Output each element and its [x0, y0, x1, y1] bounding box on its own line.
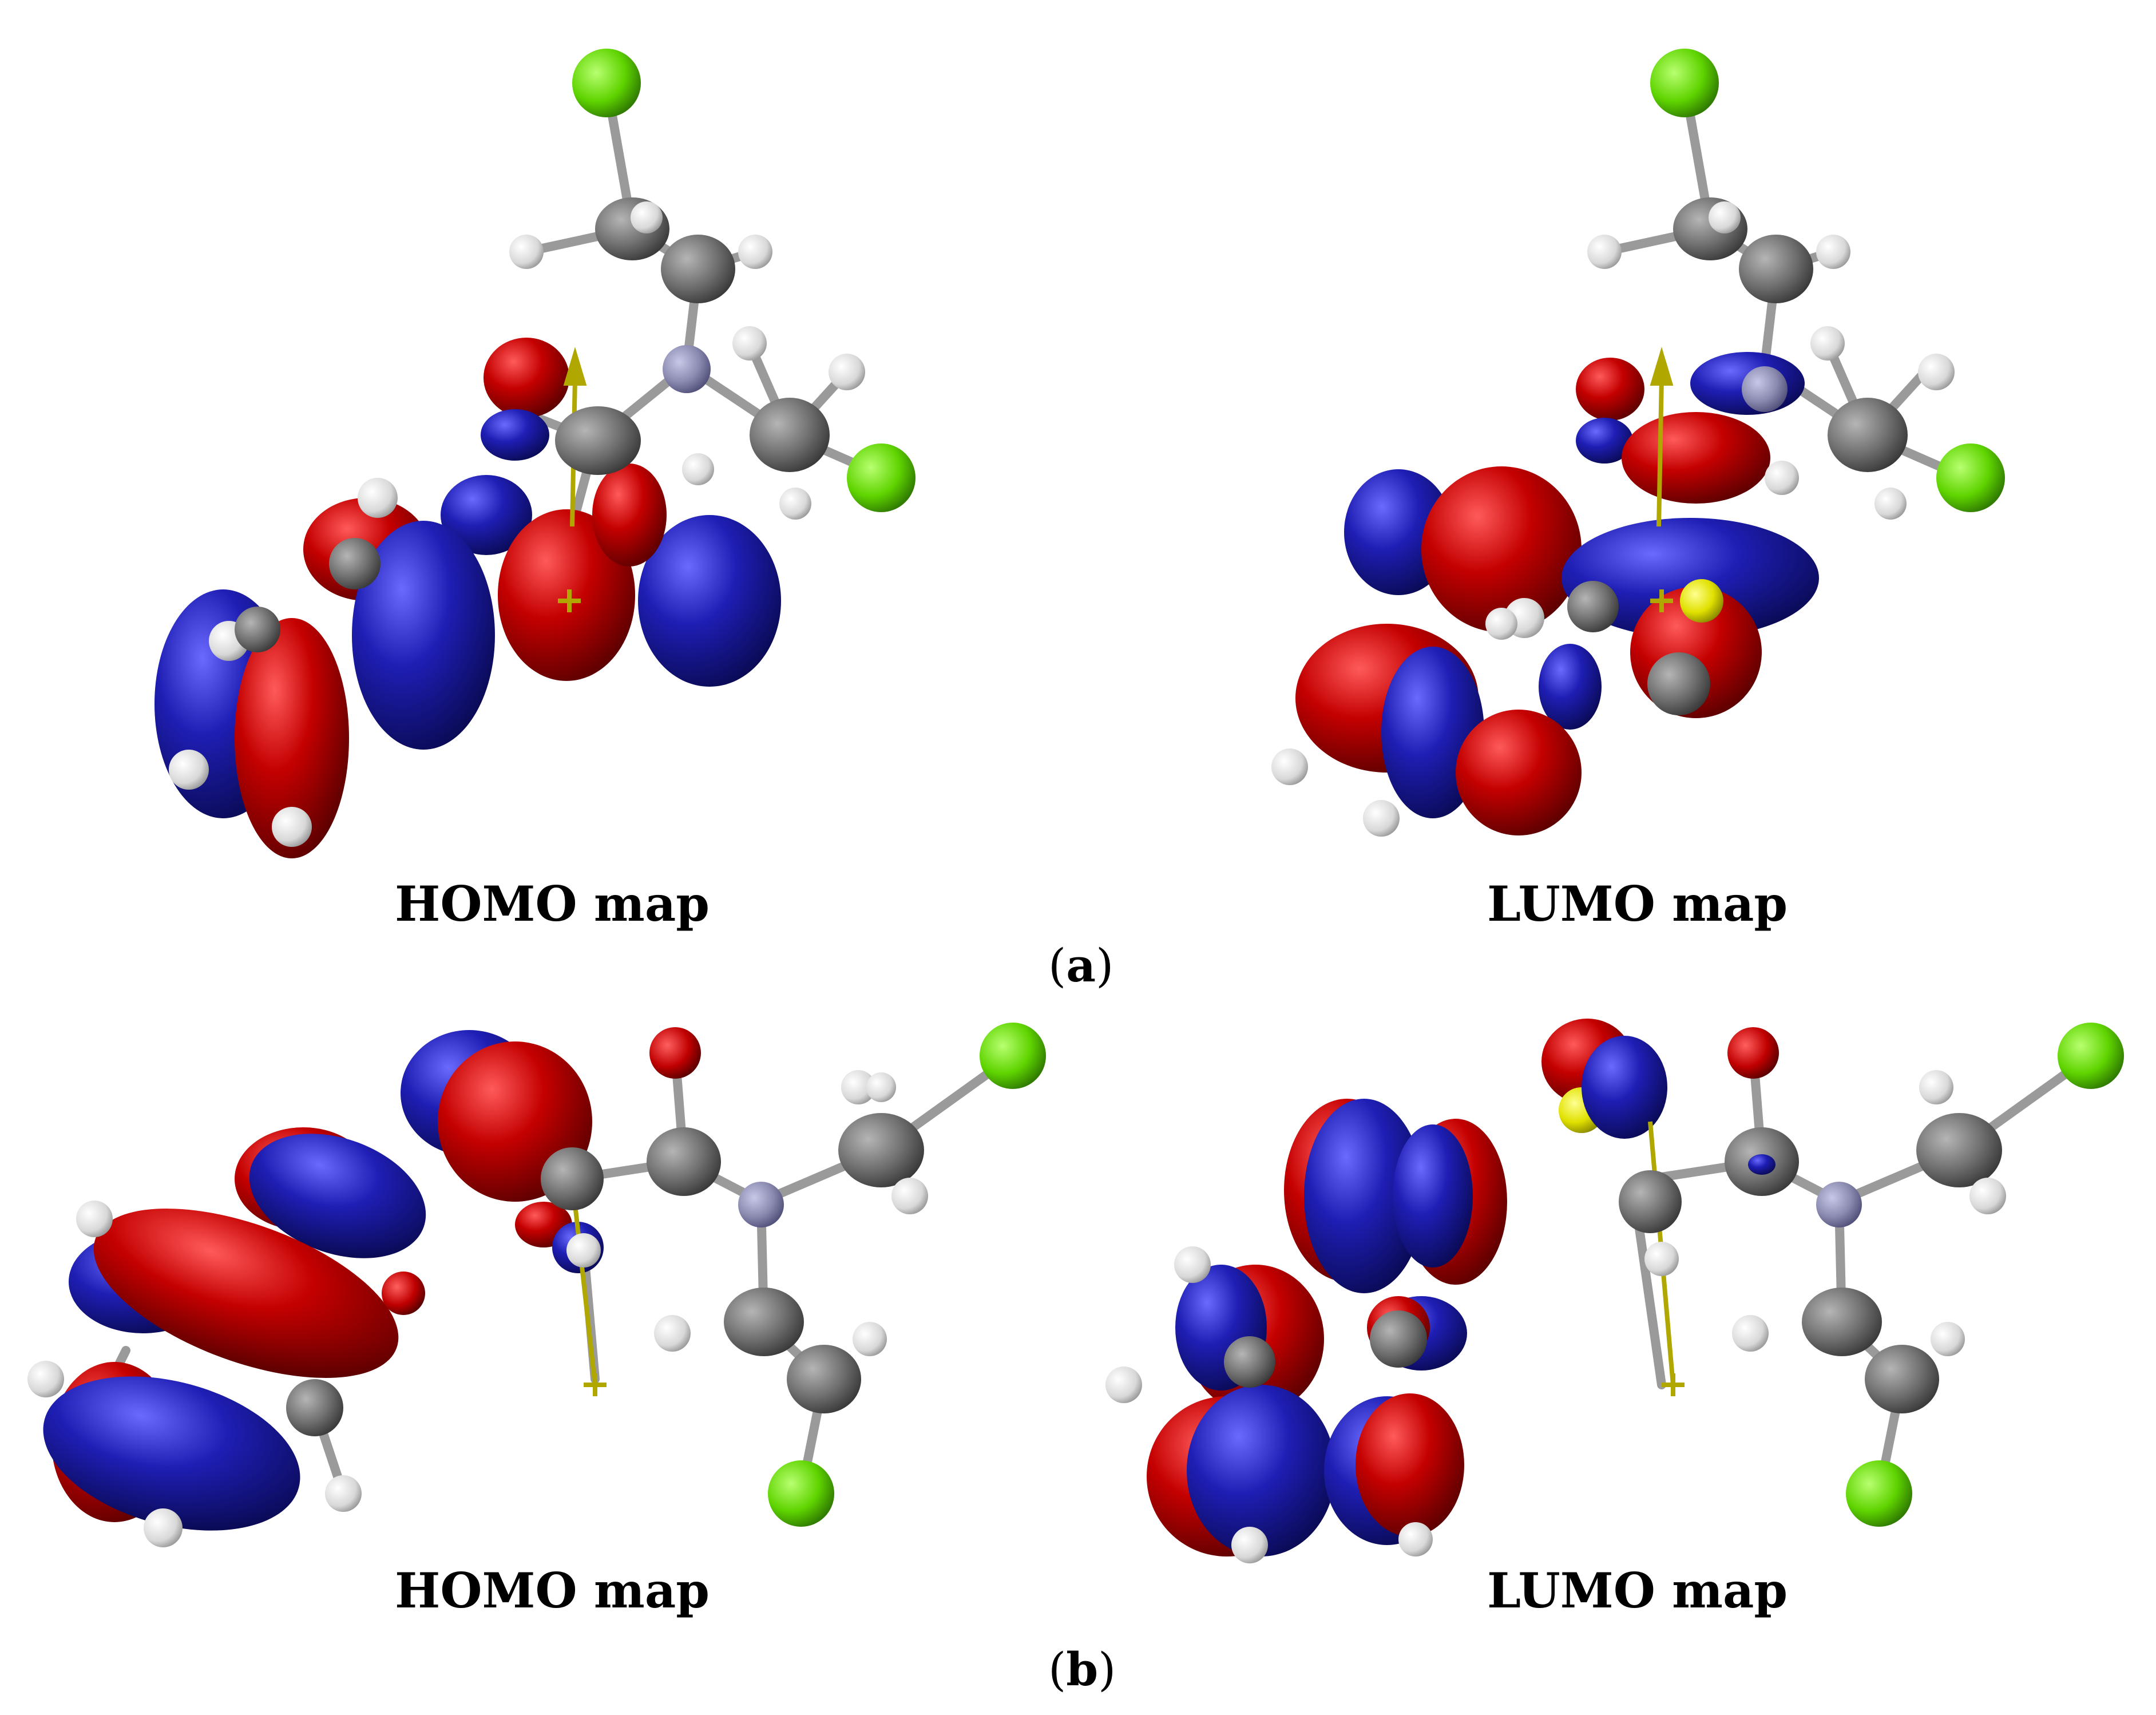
panel-label-a: (a) [1048, 938, 1114, 992]
homo-map-b-molecule [27, 1023, 1046, 1547]
panel-label-b: (b) [1048, 1642, 1116, 1696]
panel-a-homo: HOMO map [0, 0, 1078, 932]
panel-label-a-letter: a [1066, 938, 1096, 992]
panel-label-b-letter: b [1066, 1642, 1099, 1696]
panel-b-homo: HOMO map [0, 1007, 1078, 1637]
homo-map-caption-b: HOMO map [395, 1562, 710, 1619]
homo-map-a-molecule [154, 49, 915, 858]
panel-b-lumo: LUMO map [1078, 1007, 2156, 1637]
lumo-map-caption-b: LUMO map [1487, 1562, 1788, 1619]
homo-map-caption-a: HOMO map [395, 876, 710, 932]
lumo-map-caption-a: LUMO map [1487, 876, 1788, 932]
lumo-map-a-molecule [1271, 49, 2005, 837]
panel-a-lumo: LUMO map [1078, 0, 2156, 932]
orbital-lobes [154, 338, 781, 858]
atoms [169, 49, 915, 847]
lumo-map-b-molecule [1105, 1019, 2124, 1563]
